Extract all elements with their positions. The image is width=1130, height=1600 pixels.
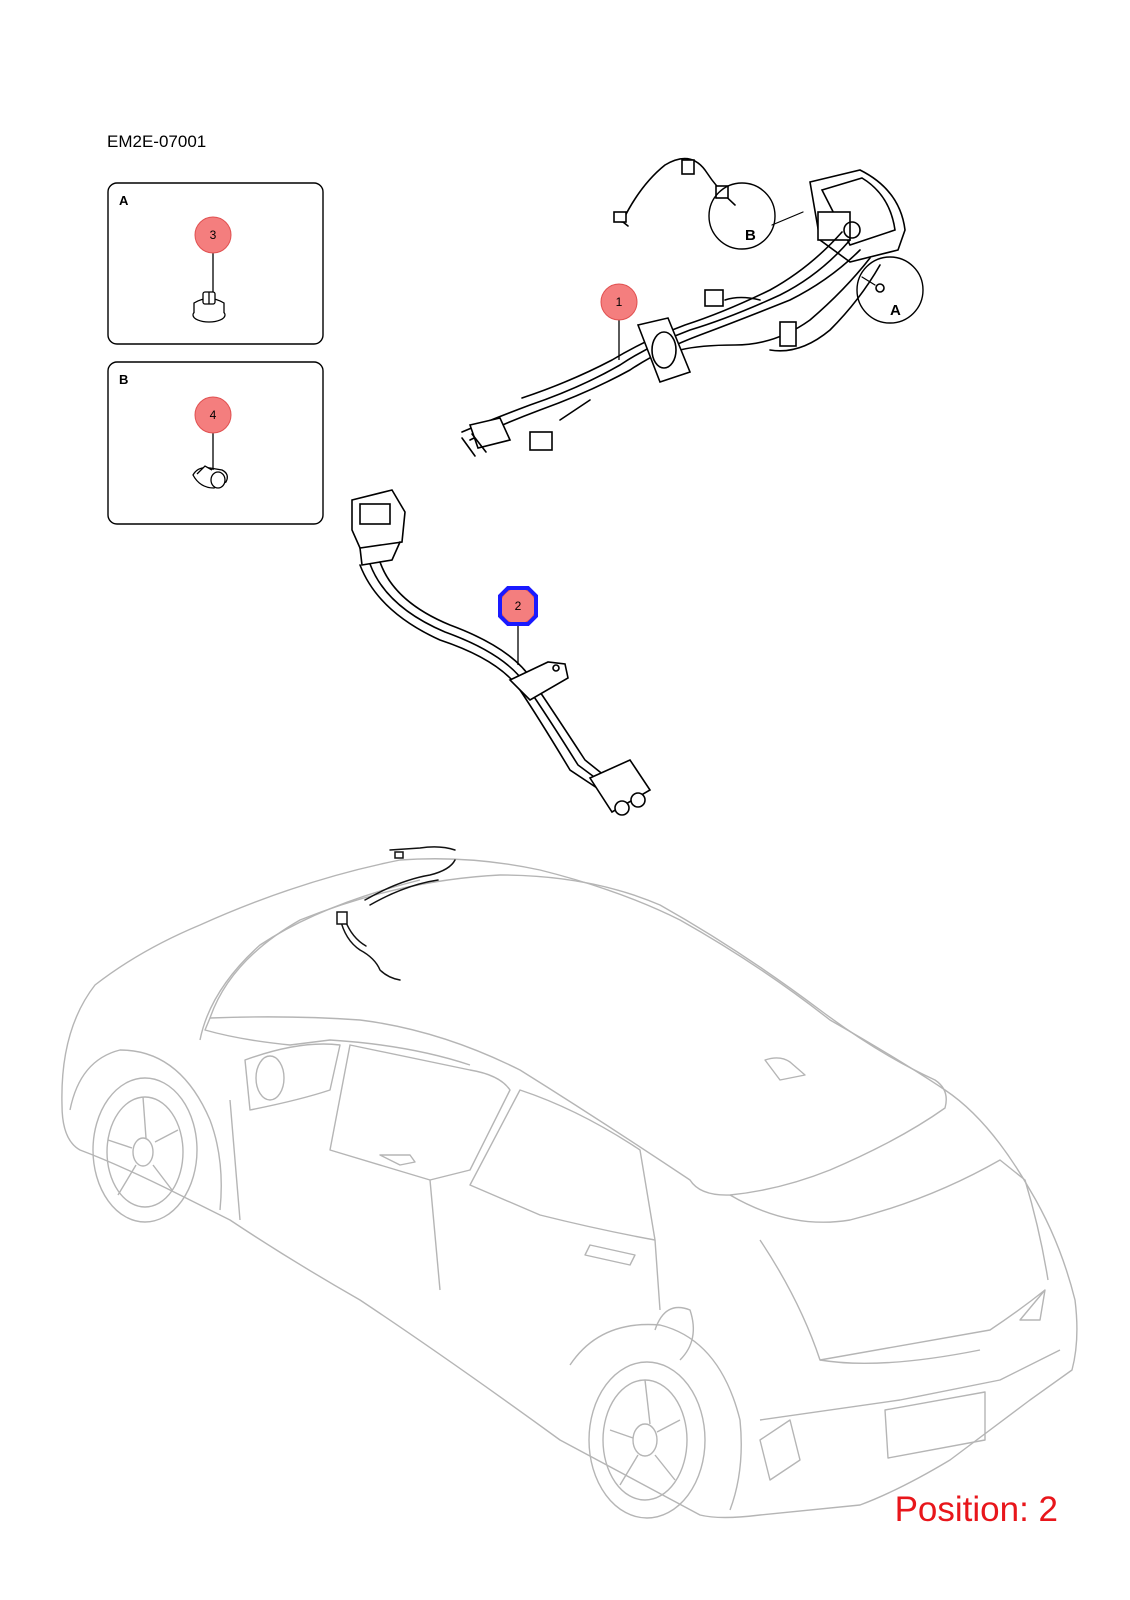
callout-letters: B A [745, 227, 901, 319]
detail-box-b-letter: B [119, 372, 128, 387]
balloon-4[interactable]: 4 [194, 396, 232, 434]
callout-a-letter: A [890, 302, 901, 319]
selection-highlight [498, 586, 538, 626]
balloon-2-selected[interactable]: 2 [498, 586, 538, 626]
diagram-code: EM2E-07001 [107, 132, 207, 151]
balloon-3[interactable]: 3 [194, 216, 232, 254]
vehicle-harness-location [336, 846, 456, 981]
charging-harness-1 [461, 157, 924, 457]
detail-box-a: A [107, 182, 324, 345]
detail-box-b: B [107, 361, 324, 525]
svg-text:2: 2 [515, 599, 522, 613]
detail-box-a-letter: A [119, 193, 129, 208]
svg-text:3: 3 [210, 228, 217, 242]
svg-text:4: 4 [210, 408, 217, 422]
svg-text:1: 1 [616, 295, 623, 309]
clip-part-icon [192, 291, 226, 323]
balloon-1[interactable]: 1 [600, 283, 638, 321]
position-label: Position: 2 [894, 1490, 1058, 1529]
vehicle-outline [61, 858, 1078, 1519]
callout-b-letter: B [745, 227, 756, 244]
charging-harness-2 [351, 489, 652, 816]
clip-part-icon [192, 465, 228, 489]
